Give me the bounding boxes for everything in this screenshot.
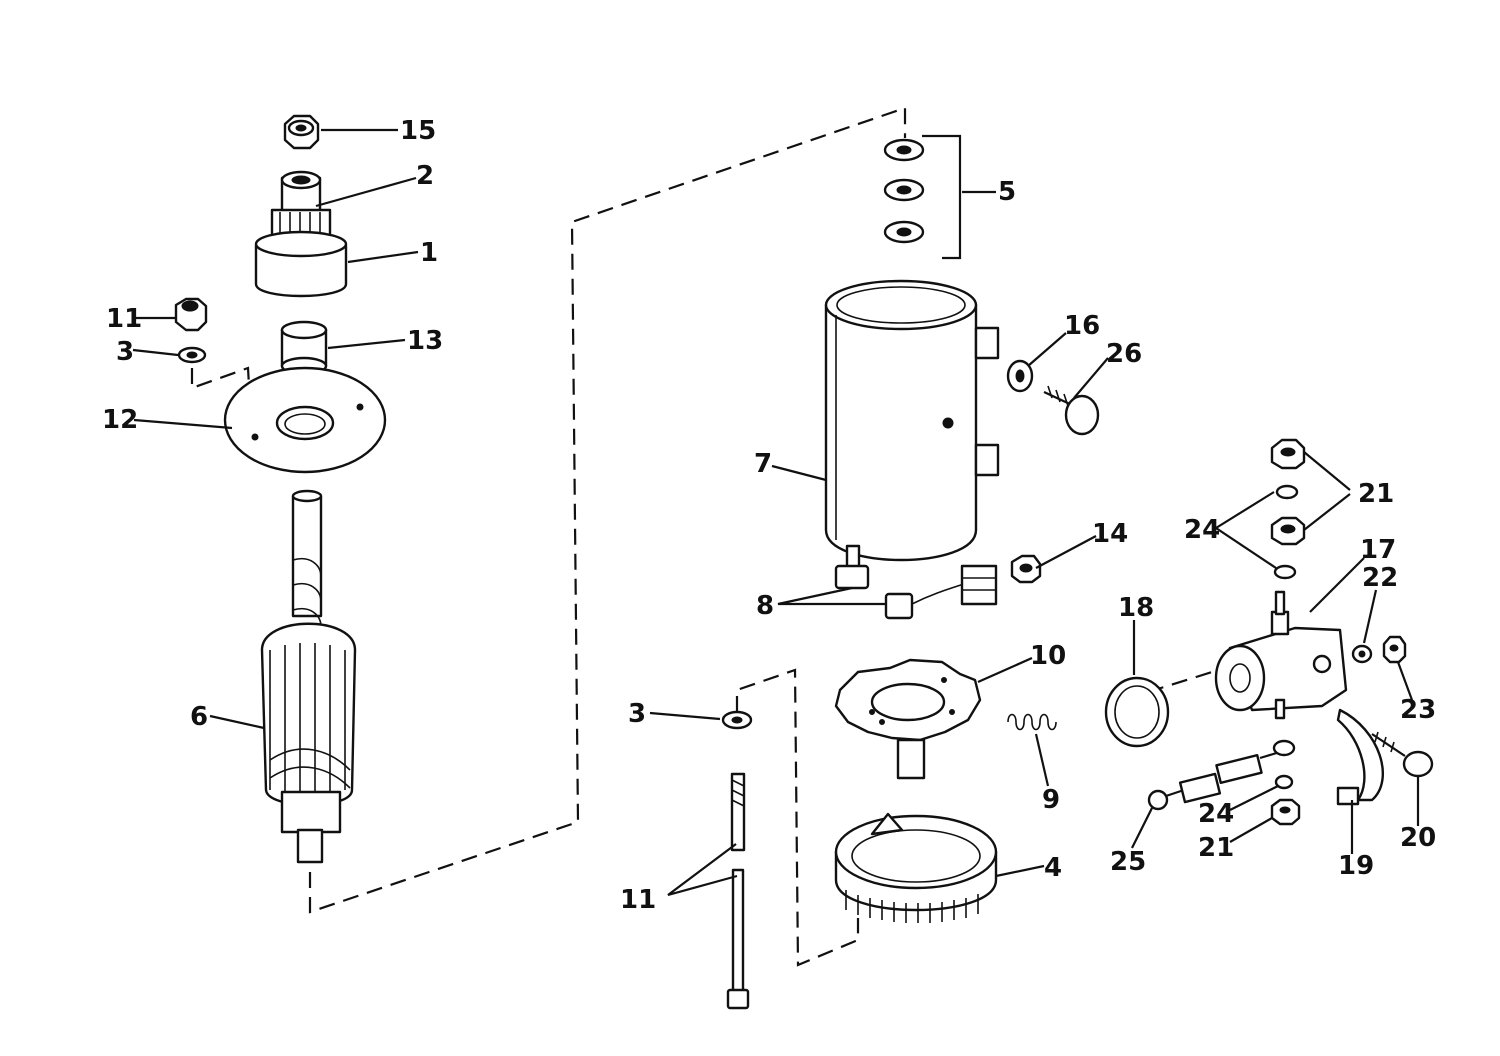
part-13-bushing xyxy=(280,320,328,376)
part-21-nut-low xyxy=(1270,798,1301,826)
part-24-washer-mid xyxy=(1273,564,1297,580)
part-22-washer xyxy=(1351,644,1373,664)
callout-25: 25 xyxy=(1110,847,1146,877)
callout-16: 16 xyxy=(1064,311,1100,341)
callout-20: 20 xyxy=(1400,823,1436,853)
leader-lines xyxy=(132,128,1420,897)
callout-3-mid: 3 xyxy=(628,699,646,729)
callout-13: 13 xyxy=(407,326,443,356)
callout-1: 1 xyxy=(420,238,438,268)
callout-12: 12 xyxy=(102,405,138,435)
callout-7: 7 xyxy=(754,449,772,479)
callout-22: 22 xyxy=(1362,563,1398,593)
part-1-drive-assembly xyxy=(254,170,348,298)
callout-24-top: 24 xyxy=(1184,515,1220,545)
callout-11-left: 11 xyxy=(106,304,142,334)
callout-23: 23 xyxy=(1400,695,1436,725)
part-11-nut-left xyxy=(174,297,208,332)
part-14-nut xyxy=(1010,554,1042,584)
part-5-washers xyxy=(883,134,962,260)
part-4-end-head xyxy=(834,812,998,923)
callout-8: 8 xyxy=(756,591,774,621)
part-10-brush-plate xyxy=(834,658,982,780)
assembly-guide-lines xyxy=(190,106,1226,967)
part-20-screw xyxy=(1371,731,1434,778)
part-16-washer xyxy=(1006,359,1034,393)
part-24-washer-top xyxy=(1275,484,1299,500)
callout-5: 5 xyxy=(998,177,1016,207)
callout-19: 19 xyxy=(1338,851,1374,881)
part-11-through-bolts xyxy=(726,772,750,1010)
part-21-nut-top xyxy=(1270,438,1306,470)
part-24-washer-low xyxy=(1274,774,1294,790)
callout-21-top: 21 xyxy=(1358,479,1394,509)
part-26-bolt xyxy=(1043,385,1100,436)
part-17-solenoid xyxy=(1214,590,1348,720)
callout-15: 15 xyxy=(400,116,436,146)
part-3-washer-mid xyxy=(721,710,753,730)
part-3-washer-left xyxy=(177,346,207,364)
part-12-end-plate xyxy=(223,366,387,474)
callout-11-bottom: 11 xyxy=(620,885,656,915)
callout-9: 9 xyxy=(1042,785,1060,815)
part-19-clamp xyxy=(1336,708,1385,806)
part-9-spring xyxy=(1007,713,1057,731)
part-23-nut xyxy=(1382,635,1407,664)
callout-4: 4 xyxy=(1044,853,1062,883)
callout-10: 10 xyxy=(1030,641,1066,671)
part-15-nut xyxy=(283,114,320,150)
callout-2: 2 xyxy=(416,161,434,191)
part-6-armature xyxy=(260,489,357,864)
part-8-brushes xyxy=(834,564,998,620)
part-25-connector xyxy=(1147,739,1296,811)
callout-numbers: 15 2 1 11 3 13 12 6 5 16 26 7 14 8 10 9 … xyxy=(102,116,1436,915)
callout-24-bottom: 24 xyxy=(1198,799,1234,829)
part-7-field-frame xyxy=(824,279,1000,570)
callout-18: 18 xyxy=(1118,593,1154,623)
callout-21-bottom: 21 xyxy=(1198,833,1234,863)
callout-3-left: 3 xyxy=(116,337,134,367)
callout-6: 6 xyxy=(190,702,208,732)
part-18-ring xyxy=(1104,676,1170,748)
callout-17: 17 xyxy=(1360,535,1396,565)
callout-26: 26 xyxy=(1106,339,1142,369)
part-21-nut-mid xyxy=(1270,516,1306,546)
callout-14: 14 xyxy=(1092,519,1128,549)
